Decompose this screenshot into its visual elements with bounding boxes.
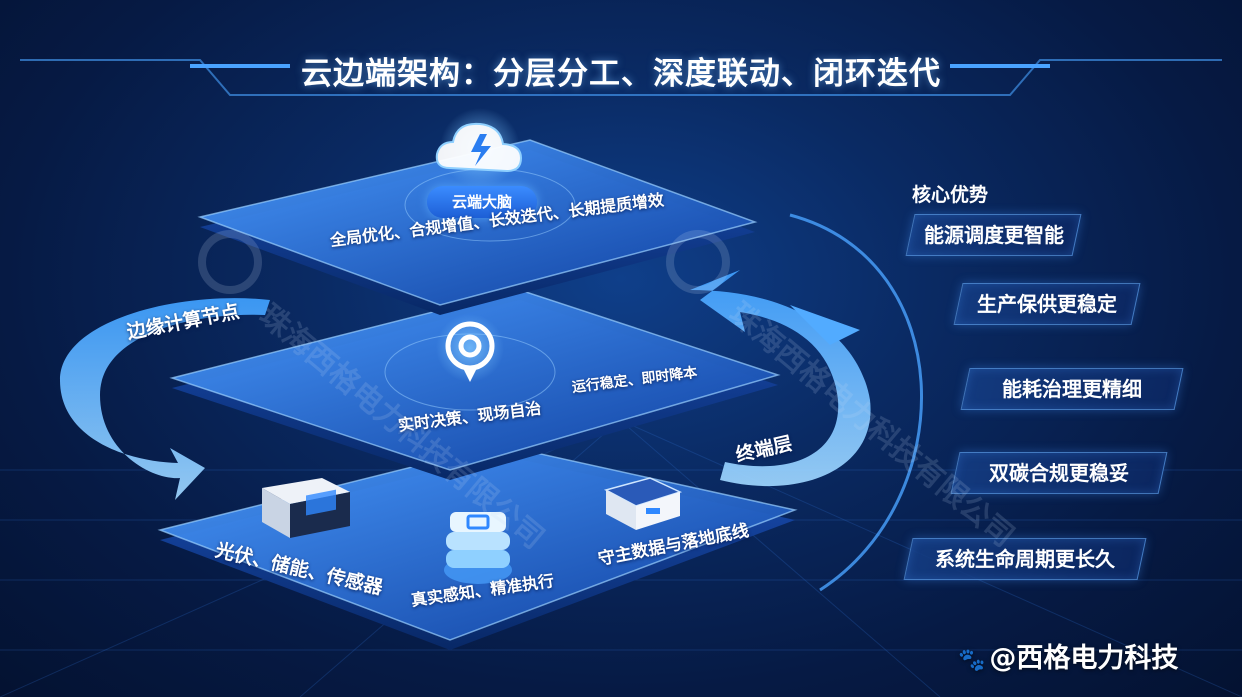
advantage-item-label: 系统生命周期更长久: [935, 547, 1115, 571]
advantages-title: 核心优势: [912, 184, 989, 206]
battery-device-icon: [262, 478, 350, 538]
page-title: 云边端架构：分层分工、深度联动、闭环迭代: [301, 56, 941, 92]
stack-device-icon: [444, 512, 512, 584]
footer-watermark: 🐾@西格电力科技: [958, 636, 1178, 675]
footer-text: @西格电力科技: [989, 643, 1179, 674]
terminal-flow-arrow: [690, 270, 871, 487]
advantage-item: 生产保供更稳定: [953, 283, 1141, 325]
advantage-item-label: 能源调度更智能: [923, 223, 1064, 247]
watermark-logo-icon: [666, 230, 730, 294]
cloud-layer-label: 云端大脑: [427, 186, 537, 218]
advantage-item-label: 能耗治理更精细: [1002, 377, 1142, 401]
edge-node-icon: [436, 314, 504, 382]
advantage-item: 能耗治理更精细: [960, 368, 1184, 410]
terminal-flow-arrowhead: [790, 305, 860, 345]
watermark-logo-icon: [198, 230, 262, 294]
baidu-paw-icon: 🐾: [958, 648, 986, 673]
advantage-item: 系统生命周期更长久: [903, 538, 1147, 580]
cloud-platform: [197, 139, 758, 315]
advantage-item-label: 生产保供更稳定: [977, 292, 1117, 316]
advantage-item-label: 双碳合规更稳妥: [989, 461, 1129, 485]
title-decoration: [20, 59, 1222, 96]
edge-flow-arrow: [60, 298, 270, 500]
cloud-icon: [435, 108, 523, 188]
loop-arc: [789, 213, 924, 592]
advantage-item: 能源调度更智能: [905, 214, 1082, 256]
solar-device-icon: [603, 477, 683, 530]
